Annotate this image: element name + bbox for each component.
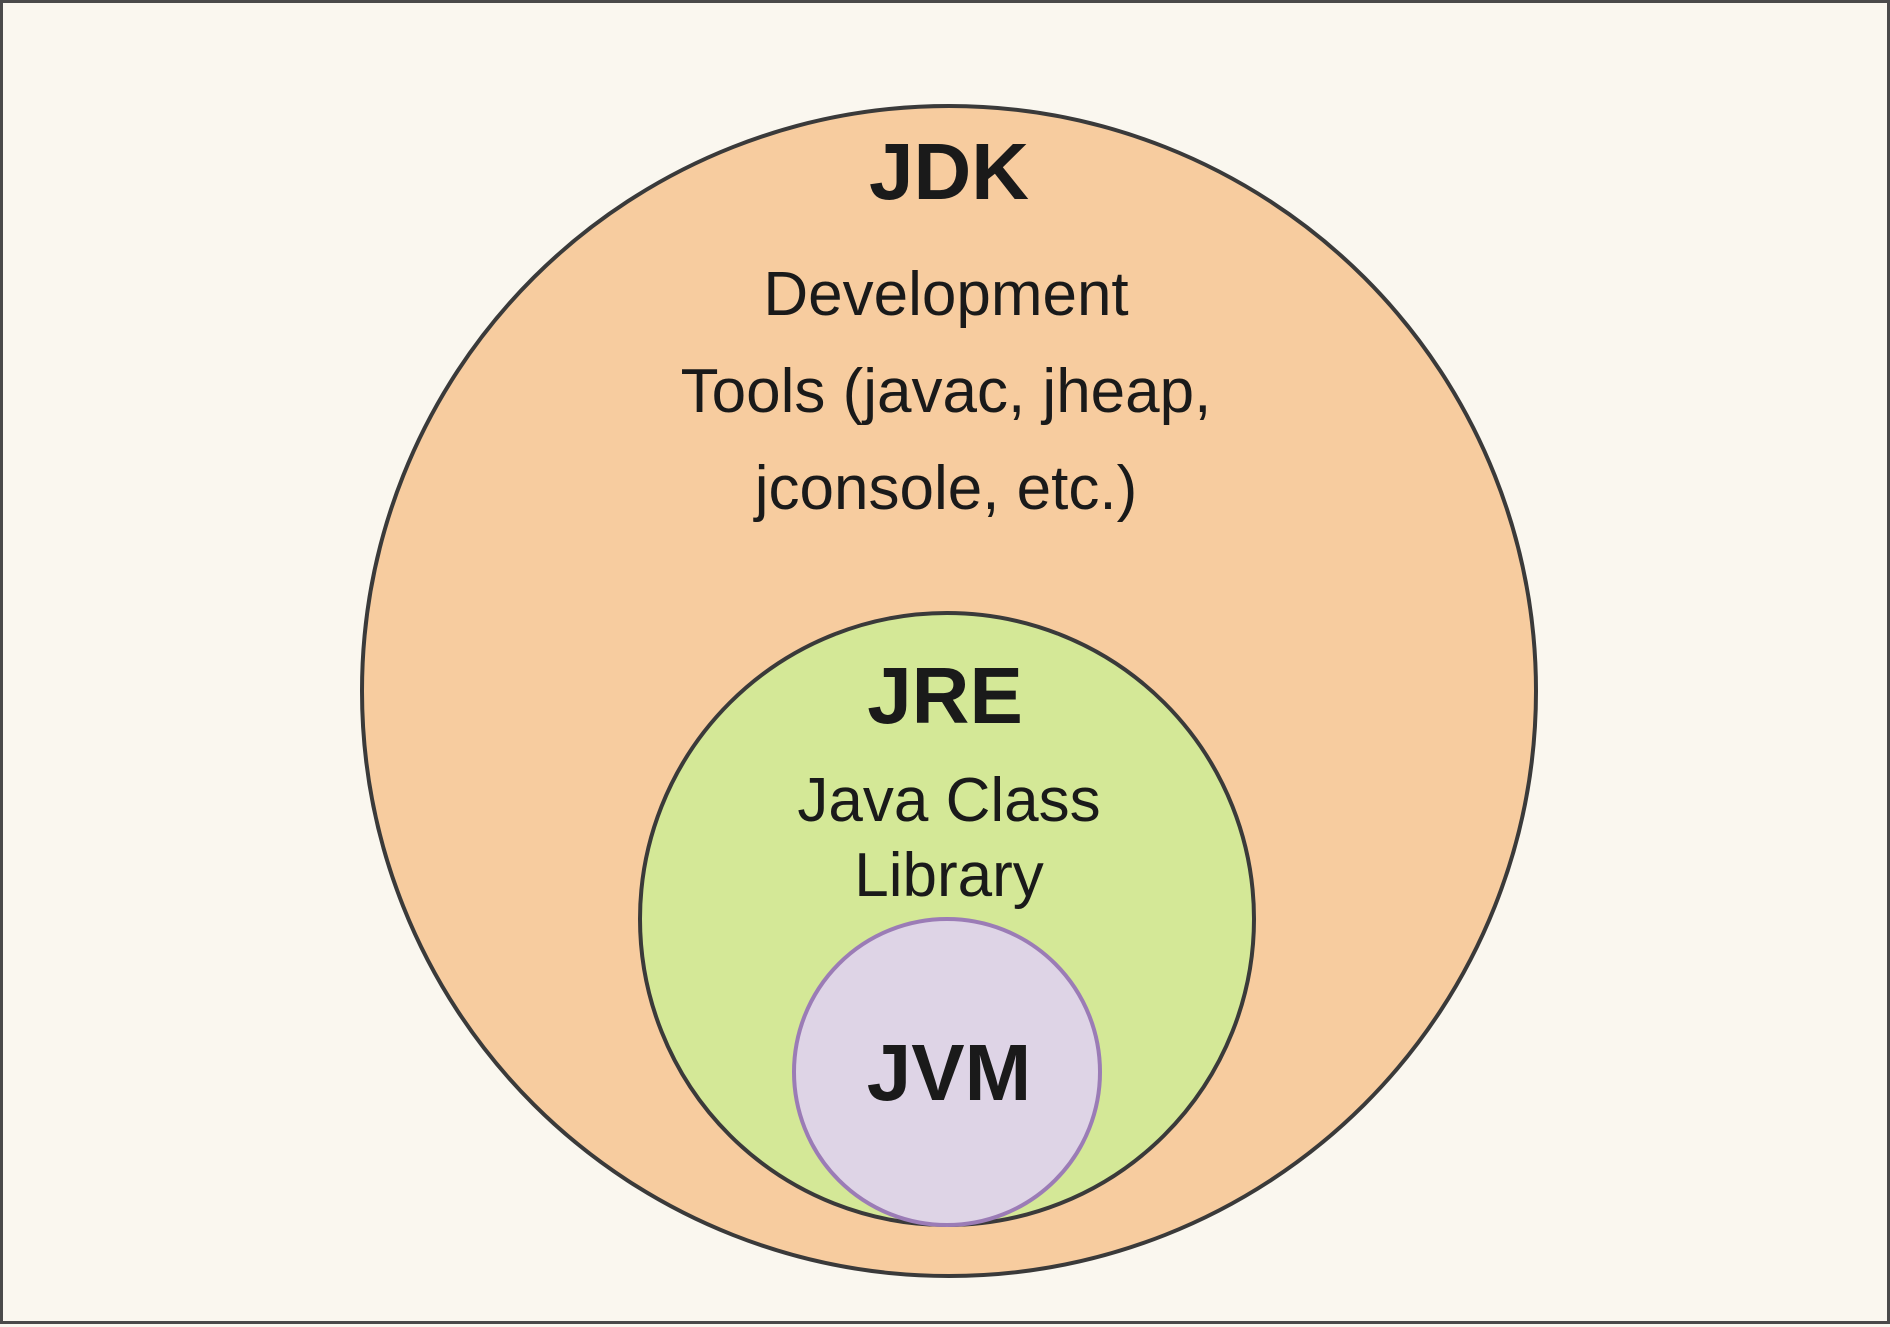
jvm-group: JVM xyxy=(792,917,1102,1227)
jre-line-1: Java Class xyxy=(797,766,1100,835)
jdk-line-1: Development xyxy=(763,260,1128,329)
jre-line-2: Library xyxy=(854,841,1044,910)
jdk-title: JDK xyxy=(869,127,1029,216)
jvm-circle xyxy=(792,917,1102,1227)
jre-title: JRE xyxy=(867,651,1023,740)
jvm-title: JVM xyxy=(867,1028,1032,1117)
jdk-line-2: Tools (javac, jheap, xyxy=(681,357,1212,426)
jdk-line-3: jconsole, etc.) xyxy=(753,454,1138,523)
nested-circles-diagram: JDK Development Tools (javac, jheap, jco… xyxy=(360,104,1538,1278)
